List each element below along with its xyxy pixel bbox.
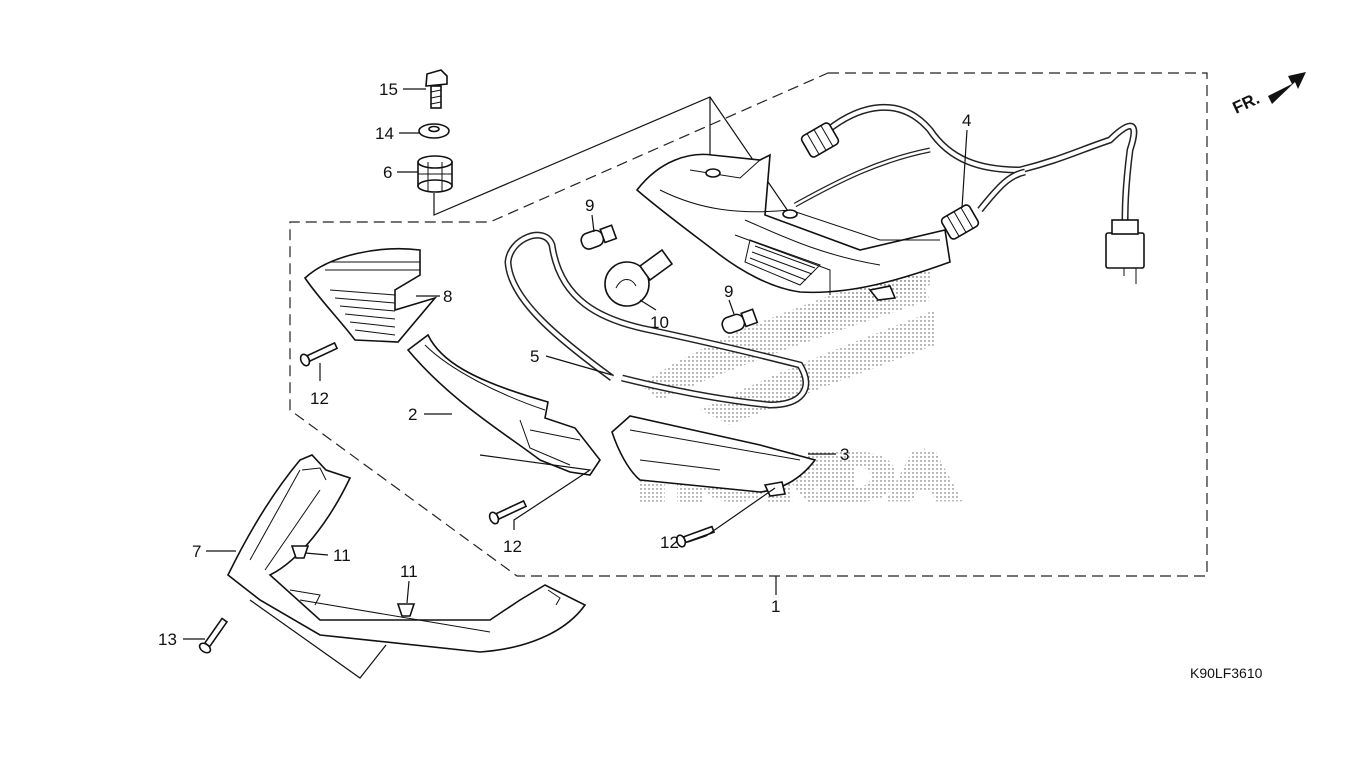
clip-11-upper (290, 545, 310, 559)
callout-11-lower: 11 (400, 562, 418, 581)
callout-11-upper: 11 (333, 546, 351, 565)
callout-3: 3 (840, 445, 849, 464)
callout-6: 6 (383, 163, 392, 182)
callout-15: 15 (379, 80, 398, 99)
stop-bulb-10 (604, 248, 674, 307)
front-arrow-icon (1268, 72, 1306, 104)
lens-cover-2 (406, 333, 601, 476)
callout-12-lower: 12 (660, 533, 679, 552)
tail-light-housing (635, 153, 951, 301)
callout-8: 8 (443, 287, 452, 306)
clip-11-lower (396, 603, 416, 617)
callout-14: 14 (375, 124, 394, 143)
callout-labels: 15 14 6 9 9 10 4 8 5 12 2 3 12 12 7 11 1… (158, 80, 971, 649)
callout-12-middle: 12 (503, 537, 522, 556)
screw-12-upper (299, 341, 339, 367)
callout-2: 2 (408, 405, 417, 424)
callout-7: 7 (192, 542, 201, 561)
direction-label: FR. (1230, 89, 1263, 118)
lens-3 (611, 415, 817, 497)
wedge-bulb-9-lower (721, 308, 759, 334)
wedge-bulb-9-upper (580, 224, 618, 250)
callout-9-lower: 9 (724, 282, 733, 301)
bolt-15 (425, 69, 448, 109)
leader-lines (183, 88, 968, 679)
callout-13: 13 (158, 630, 177, 649)
washer-14 (418, 123, 450, 139)
front-direction-indicator: FR. (1230, 72, 1306, 118)
grommet-6 (417, 155, 453, 193)
drawing-code: K90LF3610 (1190, 665, 1263, 681)
brand-watermark: HONDA (636, 262, 960, 515)
screw-13 (198, 617, 229, 654)
screw-12-lower (675, 525, 716, 548)
callout-9-upper: 9 (585, 196, 594, 215)
wire-harness-4 (793, 104, 1145, 284)
callout-1: 1 (771, 597, 780, 616)
assembly-boundary (289, 72, 1208, 577)
screw-12-middle (488, 499, 528, 525)
callout-5: 5 (530, 347, 539, 366)
side-lens-8 (303, 247, 438, 343)
callout-12-upper: 12 (310, 389, 329, 408)
callout-4: 4 (962, 111, 971, 130)
callout-10: 10 (650, 313, 669, 332)
